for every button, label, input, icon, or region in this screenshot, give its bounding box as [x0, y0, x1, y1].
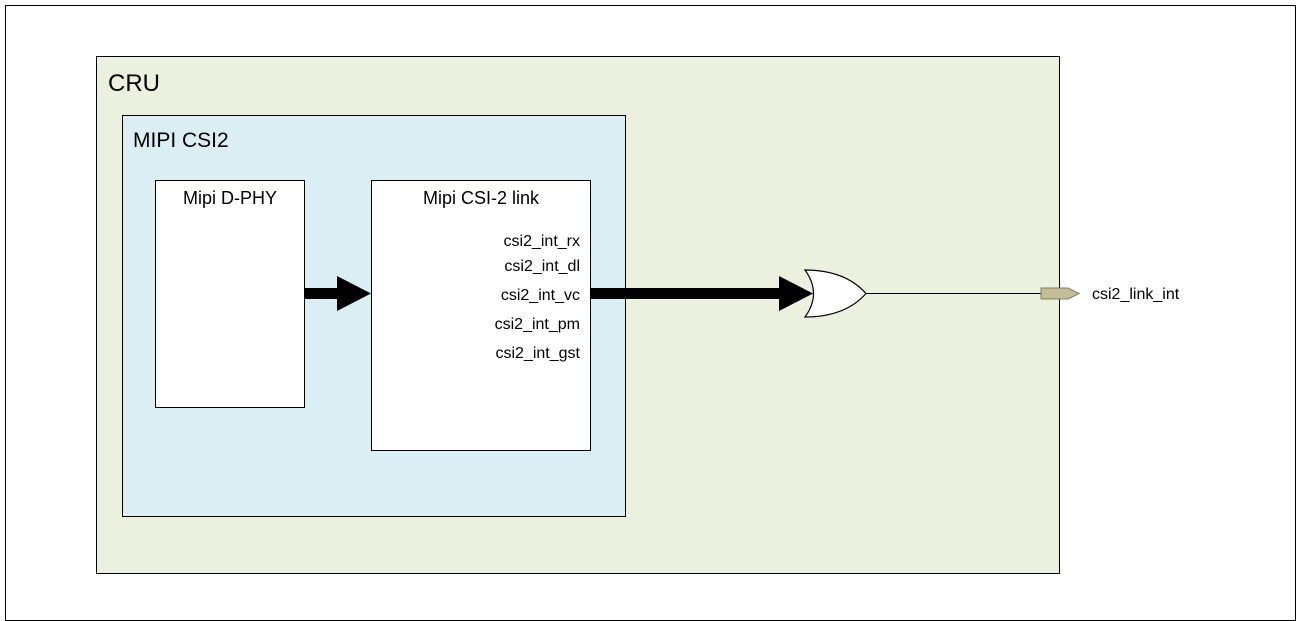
- signal-label: csi2_int_vc: [501, 287, 580, 304]
- output-port-label: csi2_link_int: [1092, 286, 1180, 303]
- signal-label: csi2_int_rx: [504, 233, 580, 250]
- signal-label: csi2_int_pm: [495, 316, 580, 333]
- signal-label: csi2_int_gst: [496, 345, 581, 362]
- dphy-block: [155, 180, 305, 408]
- output-port-icon: [1040, 287, 1081, 300]
- link-to-or-arrow: [591, 276, 813, 311]
- csi2-link-label: Mipi CSI-2 link: [423, 188, 540, 208]
- dphy-label: Mipi D-PHY: [183, 188, 277, 208]
- signal-label: csi2_int_dl: [504, 258, 580, 275]
- or-gate-symbol: [803, 269, 867, 318]
- dphy-to-link-arrow: [305, 276, 371, 311]
- cru-label: CRU: [108, 70, 160, 97]
- mipi-csi2-label: MIPI CSI2: [133, 129, 229, 152]
- csi2-link-block: [371, 180, 591, 451]
